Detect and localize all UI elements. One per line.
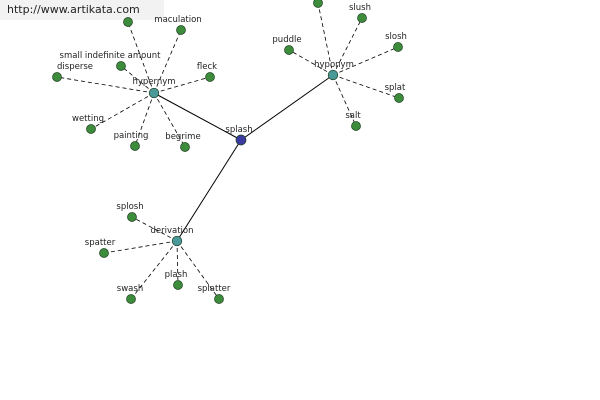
leaf-node-fleck[interactable]: [205, 72, 215, 82]
leaf-node-unnamed[interactable]: [313, 0, 323, 8]
leaf-label-small-indefinite-amount: small indefinite amount: [60, 51, 162, 61]
edges-layer: [56, 2, 400, 300]
edge-hypernym-maculation: [153, 29, 182, 94]
edge-hypernym-painting: [134, 92, 155, 147]
leaf-node-salt[interactable]: [351, 121, 361, 131]
leaf-node-small-indefinite-amount[interactable]: [116, 61, 126, 71]
leaf-label-slush: slush: [349, 3, 371, 13]
leaf-node-begrime[interactable]: [180, 142, 190, 152]
relation-node-hypernym[interactable]: [148, 87, 160, 99]
edge-hyponym-salt: [332, 74, 357, 127]
leaf-node-slosh[interactable]: [393, 42, 403, 52]
leaf-node-wetting[interactable]: [86, 124, 96, 134]
nodes-layer: [52, 0, 404, 304]
leaf-node-puddle[interactable]: [284, 45, 294, 55]
edge-hypernym-fleck: [153, 76, 211, 94]
leaf-node-plash[interactable]: [173, 280, 183, 290]
labels-layer: maculation small indefinite amountdispers…: [57, 3, 407, 294]
edge-hyponym-splat: [332, 74, 400, 99]
leaf-label-salt: salt: [345, 111, 361, 121]
leaf-label-splat: splat: [385, 83, 406, 93]
leaf-node-maculation[interactable]: [176, 25, 186, 35]
leaf-node-splat[interactable]: [394, 93, 404, 103]
relation-label-hyponym: hyponym: [314, 60, 354, 70]
edge-hypernym-small-indefinite-amount: [120, 65, 155, 94]
relation-node-hyponym[interactable]: [327, 69, 339, 81]
leaf-label-disperse: disperse: [57, 62, 93, 72]
leaf-label-maculation: maculation: [154, 15, 201, 25]
edge-hypernym-disperse: [56, 76, 155, 94]
relation-label-hypernym: hypernym: [132, 77, 175, 87]
edge-derivation-swash: [130, 240, 178, 300]
leaf-label-swash: swash: [117, 284, 143, 294]
leaf-label-fleck: fleck: [197, 62, 217, 72]
leaf-label-begrime: begrime: [165, 132, 200, 142]
leaf-label-plash: plash: [165, 270, 188, 280]
edge-center-hypernym: [153, 92, 242, 141]
leaf-label-painting: painting: [114, 131, 149, 141]
leaf-label-splosh: splosh: [116, 202, 143, 212]
edge-center-hyponym: [240, 74, 334, 141]
leaf-label-splatter: splatter: [198, 284, 231, 294]
edge-hyponym-puddle: [288, 49, 334, 76]
edge-hyponym-slush: [332, 17, 363, 76]
leaf-label-puddle: puddle: [272, 35, 301, 45]
center-label: splash: [225, 125, 252, 135]
edge-derivation-spatter: [103, 240, 178, 254]
edge-derivation-plash: [176, 240, 179, 286]
leaf-node-unnamed[interactable]: [123, 17, 133, 27]
edge-derivation-splatter: [176, 240, 220, 300]
edge-derivation-splosh: [131, 216, 178, 242]
leaf-node-disperse[interactable]: [52, 72, 62, 82]
relation-node-derivation[interactable]: [171, 235, 183, 247]
leaf-node-slush[interactable]: [357, 13, 367, 23]
edge-hyponym-slosh: [332, 46, 399, 76]
edge-hypernym-unnamed: [127, 21, 155, 94]
leaf-node-swash[interactable]: [126, 294, 136, 304]
leaf-label-wetting: wetting: [72, 114, 104, 124]
source-url[interactable]: http://www.artikata.com: [0, 0, 164, 20]
leaf-node-spatter[interactable]: [99, 248, 109, 258]
edge-hypernym-wetting: [90, 92, 155, 130]
leaf-node-splosh[interactable]: [127, 212, 137, 222]
edge-hypernym-begrime: [153, 92, 186, 148]
edge-hyponym-unnamed: [317, 2, 334, 76]
leaf-node-splatter[interactable]: [214, 294, 224, 304]
edge-center-derivation: [176, 139, 242, 242]
leaf-label-slosh: slosh: [385, 32, 407, 42]
relation-label-derivation: derivation: [150, 226, 193, 236]
leaf-node-painting[interactable]: [130, 141, 140, 151]
leaf-label-spatter: spatter: [85, 238, 116, 248]
center-node-splash[interactable]: [235, 134, 247, 146]
